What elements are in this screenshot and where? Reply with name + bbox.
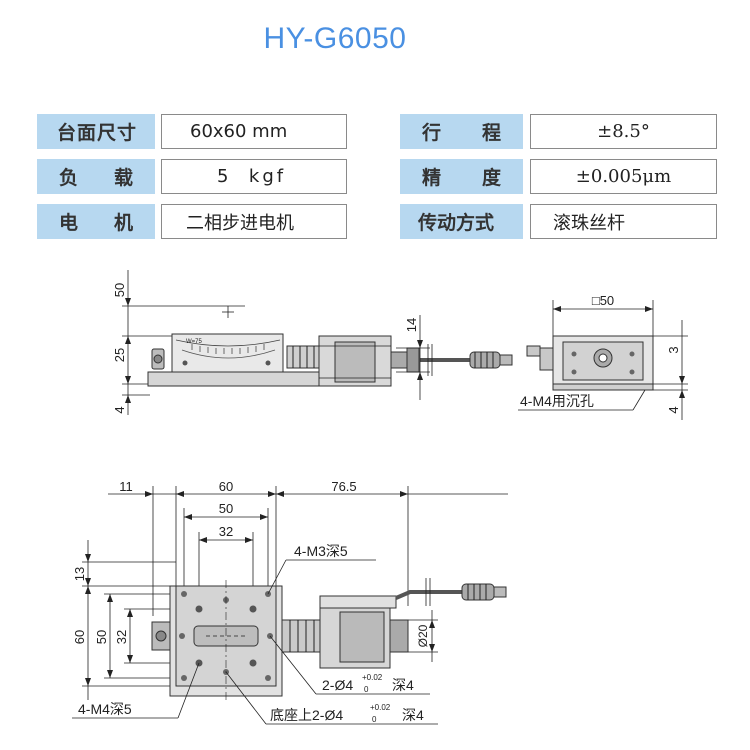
top-note-base-sup: +0.02 [370,703,391,712]
spec-load-label-b: 载 [113,167,133,189]
spec-travel-label-b: 程 [481,122,501,144]
top-note-pin-sub: 0 [364,685,369,694]
end-dim-square50: □50 [592,293,614,308]
top-note-base-sub: 0 [372,715,377,724]
spec-drive-label: 传动方式 [400,204,523,239]
top-dim-50: 50 [219,501,233,516]
top-note-pin-prefix: 2-Ø4 [322,677,353,693]
side-view: 50 25 4 W=75 [112,270,513,415]
spec-load-value-text: 5 kgf [217,166,287,187]
page-title: HY-G6050 [263,22,407,55]
spec-motor-value-text: 二相步进电机 [186,212,294,234]
top-dim-left-60: 60 [72,630,87,644]
spec-travel-value: ±8.5° [530,114,717,149]
side-dim-4: 4 [112,406,127,413]
spec-table-size-label-text: 台面尺寸 [57,122,138,144]
spec-load-value: 5 kgf [161,159,347,194]
spec-travel-label-a: 行 [422,122,442,144]
top-dim-phi20: Ø20 [416,624,430,647]
spec-drive-label-text: 传动方式 [418,212,495,234]
top-dim-11: 11 [119,479,133,494]
spec-accuracy-label: 精 度 [400,159,523,194]
top-dim-60: 60 [219,479,233,494]
top-cable-connector [461,583,495,601]
top-dim-left-50: 50 [94,630,109,644]
spec-motor-value: 二相步进电机 [161,204,347,239]
spec-table-size-value: 60x60 mm [161,114,347,149]
top-dim-left-32: 32 [114,630,129,644]
end-view: □50 3 4 4-M4用沉孔 [518,293,688,420]
spec-motor-label: 电 机 [37,204,155,239]
spec-accuracy-value: ±0.005μm [530,159,717,194]
spec-load-label: 负 载 [37,159,155,194]
top-note-base-suffix: 深4 [402,707,424,723]
spec-travel-value-text: ±8.5° [597,121,650,142]
spec-drive-value-text: 滚珠丝杆 [553,212,625,234]
spec-travel-label: 行 程 [400,114,523,149]
spec-accuracy-value-text: ±0.005μm [575,166,672,187]
top-note-pin-sup: +0.02 [362,673,383,682]
top-dim-32: 32 [219,524,233,539]
top-dim-76-5: 76.5 [331,479,356,494]
top-note-m4: 4-M4深5 [78,701,132,717]
side-arc-table [171,333,284,373]
side-scale-text: W=75 [186,339,203,345]
spec-drive-value: 滚珠丝杆 [530,204,717,239]
end-dim-4: 4 [666,406,681,413]
svg-text:2-Ø4: 2-Ø4 [322,677,353,693]
side-dim-50: 50 [112,283,127,297]
side-dim-25: 25 [112,348,127,362]
end-dim-3: 3 [666,346,681,353]
spec-motor-label-a: 电 [59,212,79,234]
side-dim-14: 14 [404,318,419,332]
spec-accuracy-label-a: 精 [422,167,442,189]
spec-table-size-label: 台面尺寸 [37,114,155,149]
top-dim-13: 13 [72,567,87,581]
end-note-holes: 4-M4用沉孔 [520,393,594,409]
spec-load-label-a: 负 [59,167,79,189]
top-note-m3: 4-M3深5 [294,543,348,559]
top-note-base-prefix: 底座上2-Ø4 [270,707,343,723]
top-note-pin-suffix: 深4 [392,677,414,693]
spec-motor-label-b: 机 [113,212,133,234]
top-view: 11 60 76.5 50 32 13 60 50 [72,479,508,725]
spec-accuracy-label-b: 度 [481,167,501,189]
spec-table-size-value-text: 60x60 mm [190,121,288,142]
side-base-plate [147,371,329,387]
